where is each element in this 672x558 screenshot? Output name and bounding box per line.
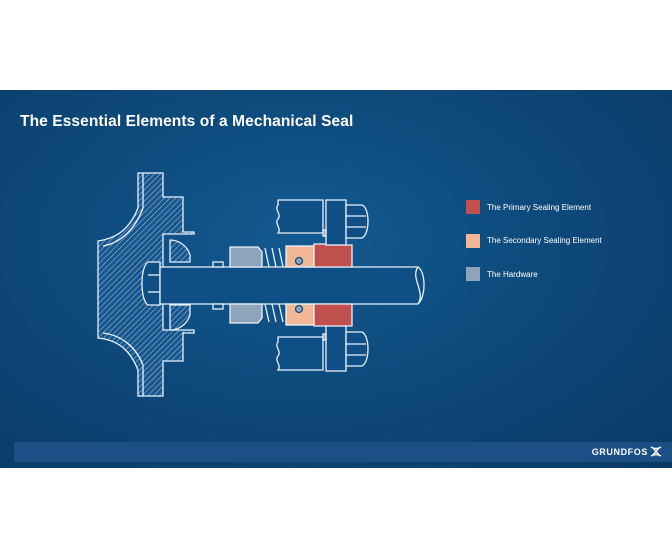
spring [264, 247, 284, 323]
gland-plate [276, 199, 369, 372]
impeller [97, 172, 195, 397]
legend: The Primary Sealing Element The Secondar… [466, 200, 602, 301]
seal-hardware [229, 246, 263, 324]
footer-bar: GRUNDFOS [14, 442, 672, 462]
secondary-swatch [466, 233, 480, 248]
logo-text: GRUNDFOS [591, 446, 648, 457]
primary-swatch [466, 200, 480, 214]
hardware-swatch [466, 267, 480, 281]
mechanical-seal-diagram [97, 172, 425, 397]
grundfos-logo: GRUNDFOS [592, 446, 662, 457]
legend-item-secondary: The Secondary Sealing Element [466, 233, 602, 248]
legend-label: The Secondary Sealing Element [487, 236, 602, 245]
legend-label: The Primary Sealing Element [487, 202, 592, 212]
legend-item-hardware: The Hardware [466, 267, 602, 281]
legend-label: The Hardware [487, 269, 538, 279]
slide-title: The Essential Elements of a Mechanical S… [20, 113, 354, 130]
grundfos-x-icon [650, 446, 662, 457]
shaft [159, 266, 425, 305]
slide: The Essential Elements of a Mechanical S… [0, 90, 672, 468]
legend-item-primary: The Primary Sealing Element [466, 200, 602, 214]
